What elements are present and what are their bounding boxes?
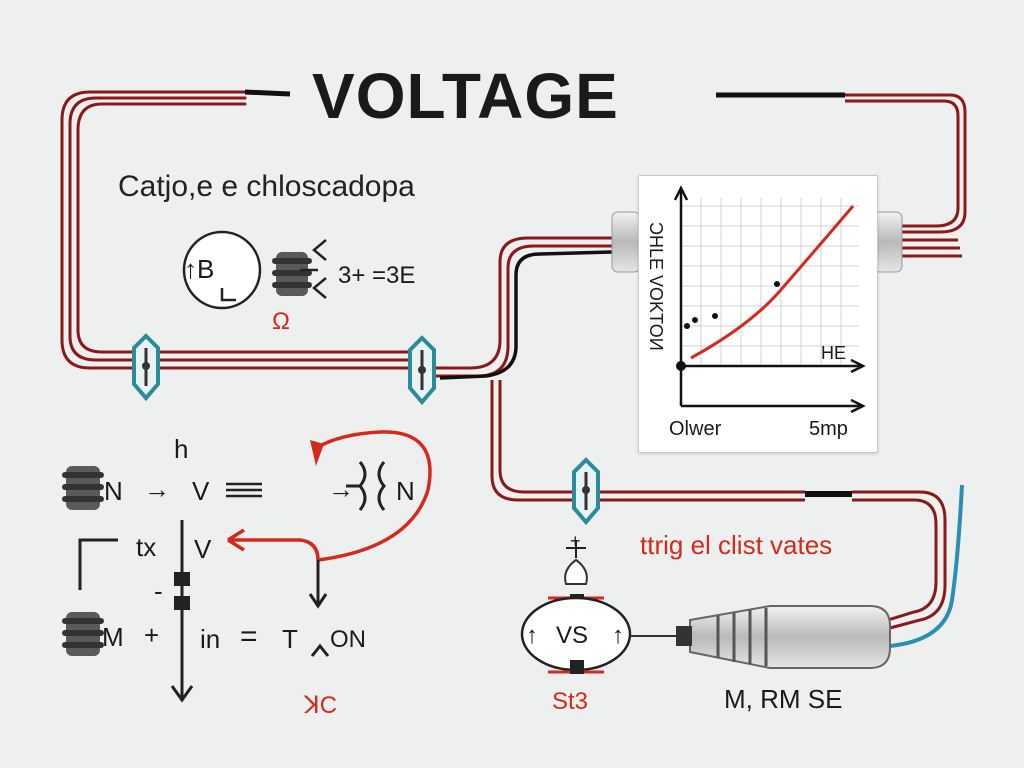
chart-series-label: HE: [821, 343, 847, 363]
h-label: h: [174, 434, 189, 464]
vs-left-arrow: ↑: [526, 622, 538, 649]
capacitor-top: [174, 572, 190, 586]
row3-on-label: ON: [330, 626, 366, 653]
red-loop-arrow: [315, 430, 432, 562]
equation-label: 3+ =3E: [338, 262, 416, 289]
row3-in-label: in: [200, 624, 221, 654]
omega-mark: Ω: [272, 308, 290, 335]
data-point: [684, 323, 690, 329]
row3-equals: =: [240, 620, 258, 653]
transformer-icon: [346, 461, 386, 511]
coil-icon-m: [62, 612, 104, 656]
probe-icon: [676, 605, 891, 669]
lamp-plus: +: [570, 531, 581, 551]
data-point: [712, 313, 718, 319]
row3-m-label: M: [102, 622, 124, 652]
lamp-icon: [564, 540, 588, 585]
vs-right-arrow: ↑: [612, 622, 624, 649]
row3-plus: +: [144, 620, 160, 650]
vs-label: VS: [556, 622, 589, 649]
row2-v-label: V: [194, 534, 212, 564]
middle-wire-black: [439, 250, 613, 380]
data-point: [774, 281, 780, 287]
chart-svg: [673, 185, 866, 414]
chart-x-left-label: Olwer: [669, 418, 722, 440]
chart-panel: ƆHLE VOKTOИ HE Olwer 5mp: [638, 175, 878, 453]
chart-x-right-label: 5mp: [809, 418, 848, 440]
red-feedback-line: [228, 538, 320, 561]
lower-branch-wire: [490, 380, 805, 502]
red-kc-label: ꓘC: [304, 692, 338, 719]
connector-middle: [408, 335, 436, 406]
data-point: [692, 317, 698, 323]
row2-tx-label: tx: [136, 532, 157, 562]
red-caption: ttrig el clist vates: [640, 530, 833, 560]
wire-end-left: [244, 89, 291, 97]
page-title: VOLTAGE: [312, 60, 619, 132]
equal-lines: [226, 482, 262, 498]
connector-lower: [572, 457, 600, 526]
coil-icon-n: [62, 466, 104, 510]
b-circle: [182, 230, 262, 310]
capacitor-bottom: [174, 596, 190, 610]
row1-arrow-right: →: [328, 474, 354, 504]
st3-label: St3: [552, 688, 589, 715]
row1-n-right-label: N: [396, 476, 415, 506]
chart-clamp-right: [873, 211, 903, 273]
chart-clamp-left: [611, 211, 641, 273]
row1-n-label: N: [104, 476, 123, 506]
b-label: ↑B: [184, 254, 215, 284]
origin-point: [676, 361, 686, 371]
chart-red-curve: [690, 205, 855, 360]
minus-sign: -: [154, 576, 163, 606]
probe-blue-wire: [889, 484, 964, 648]
lower-right-wire: [852, 490, 947, 630]
chart-grid: [681, 198, 859, 366]
probe-label: M, RM SE: [724, 684, 843, 714]
subtitle: Catjo,e e chloscadopa: [118, 170, 415, 203]
outer-wire-right: [845, 93, 967, 234]
row1-arrow: →: [144, 474, 170, 504]
row1-v-label: V: [192, 476, 210, 506]
coil-icon: [272, 252, 312, 296]
outer-wire-loop: [60, 90, 412, 370]
row3-t-label: T: [282, 624, 298, 654]
connector-left: [132, 333, 160, 402]
chart-y-label: ƆHLE VOKTOИ: [646, 222, 666, 351]
left-bracket: [78, 538, 118, 590]
arrow-icons: [312, 239, 327, 299]
